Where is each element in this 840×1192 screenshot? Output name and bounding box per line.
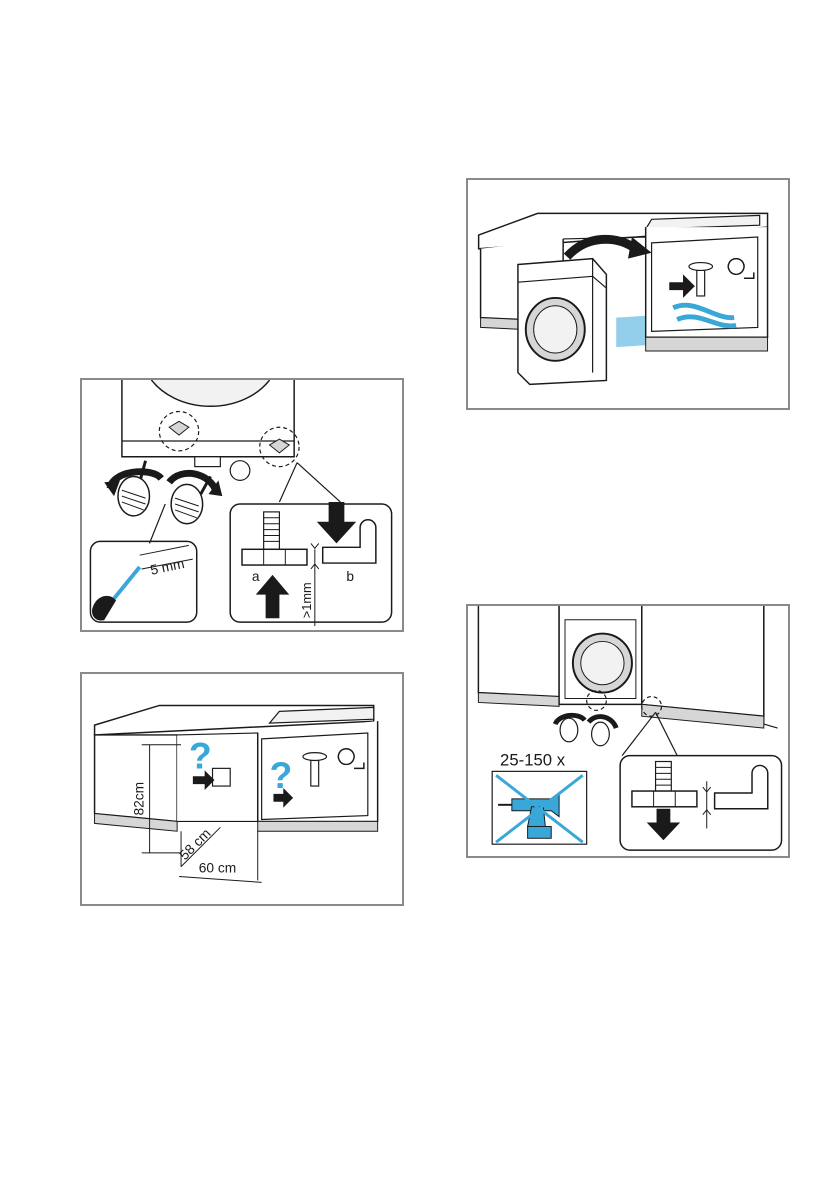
foot-knob-left-icon	[104, 461, 161, 516]
figure-niche-dimensions: ? ? 82cm 58 cm 60 cm	[80, 672, 404, 906]
gap-label: >1mm	[299, 582, 314, 618]
height-dimension-label: 82cm	[132, 782, 147, 816]
label-a: a	[252, 569, 260, 584]
question-mark-socket: ?	[189, 734, 212, 776]
foot-knob-right-icon	[169, 473, 222, 523]
depth-dimension-label: 58 cm	[177, 826, 214, 863]
label-b: b	[346, 569, 354, 584]
figure-slide-in	[466, 178, 790, 410]
foot-knob-left-icon	[555, 715, 585, 742]
foot-adjustment-illustration: 5 mm a b >1mm	[82, 380, 402, 630]
figure-foot-adjustment: 5 mm a b >1mm	[80, 378, 404, 632]
foot-knob-right-icon	[589, 717, 617, 746]
turns-label: 25-150 x	[500, 750, 566, 769]
figure-height-adjustment: 25-150 x	[466, 604, 790, 858]
width-dimension-label: 60 cm	[199, 861, 236, 876]
slide-in-illustration	[468, 180, 788, 408]
niche-dimensions-illustration: ? ? 82cm 58 cm 60 cm	[82, 674, 402, 904]
question-mark-drain: ?	[270, 754, 293, 796]
height-adjustment-illustration: 25-150 x	[468, 606, 788, 856]
